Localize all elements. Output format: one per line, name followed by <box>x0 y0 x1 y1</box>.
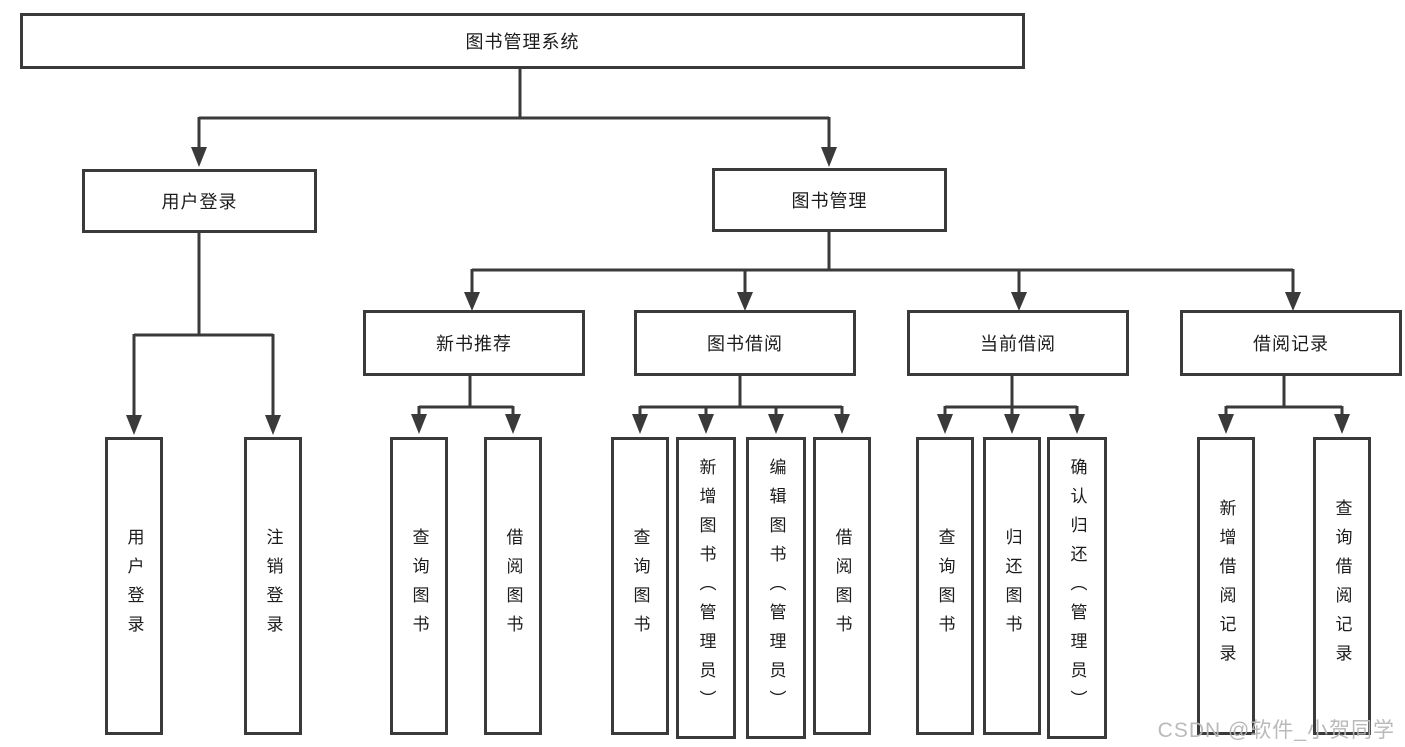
leaf-return-books: 归还图书 <box>983 437 1041 735</box>
leaf-user-login: 用户登录 <box>105 437 163 735</box>
leaf-borrow-query-books: 查询图书 <box>611 437 669 735</box>
leaf-user-login-label: 用户登录 <box>124 528 144 644</box>
leaf-recommend-borrow-books: 借阅图书 <box>484 437 542 735</box>
leaf-edit-books-admin-label: 编辑图书（管理员） <box>766 457 786 719</box>
leaf-borrow-books-label: 借阅图书 <box>832 528 852 644</box>
leaf-borrow-books: 借阅图书 <box>813 437 871 735</box>
leaf-recommend-borrow-books-label: 借阅图书 <box>503 528 523 644</box>
node-book-management-label: 图书管理 <box>791 191 868 211</box>
node-root-label: 图书管理系统 <box>465 32 580 52</box>
leaf-confirm-return-admin: 确认归还（管理员） <box>1047 437 1107 739</box>
leaf-recommend-query-books-label: 查询图书 <box>409 528 429 644</box>
leaf-current-query-books: 查询图书 <box>916 437 974 735</box>
node-new-book-recommend: 新书推荐 <box>363 310 585 376</box>
leaf-add-borrow-record-label: 新增借阅记录 <box>1216 499 1236 673</box>
node-user-login-label: 用户登录 <box>161 192 238 212</box>
leaf-edit-books-admin: 编辑图书（管理员） <box>746 437 806 739</box>
node-book-borrow-label: 图书借阅 <box>707 334 783 354</box>
node-user-login: 用户登录 <box>82 169 317 233</box>
node-root-system: 图书管理系统 <box>20 13 1025 69</box>
node-current-borrow-label: 当前借阅 <box>980 334 1056 354</box>
leaf-return-books-label: 归还图书 <box>1002 528 1022 644</box>
leaf-add-books-admin: 新增图书（管理员） <box>676 437 736 739</box>
node-new-book-recommend-label: 新书推荐 <box>436 334 512 354</box>
leaf-query-borrow-record-label: 查询借阅记录 <box>1332 499 1352 673</box>
node-borrow-records: 借阅记录 <box>1180 310 1402 376</box>
leaf-logout: 注销登录 <box>244 437 302 735</box>
leaf-add-borrow-record: 新增借阅记录 <box>1197 437 1255 735</box>
leaf-add-books-admin-label: 新增图书（管理员） <box>696 457 716 719</box>
leaf-current-query-books-label: 查询图书 <box>935 528 955 644</box>
node-book-borrow: 图书借阅 <box>634 310 856 376</box>
node-borrow-records-label: 借阅记录 <box>1253 334 1329 354</box>
connector-arrowheads <box>126 147 1350 435</box>
csdn-watermark: CSDN @软件_小贺同学 <box>1157 719 1395 742</box>
node-current-borrow: 当前借阅 <box>907 310 1129 376</box>
leaf-borrow-query-books-label: 查询图书 <box>630 528 650 644</box>
leaf-query-borrow-record: 查询借阅记录 <box>1313 437 1371 735</box>
leaf-recommend-query-books: 查询图书 <box>390 437 448 735</box>
leaf-confirm-return-admin-label: 确认归还（管理员） <box>1067 457 1087 719</box>
node-book-management: 图书管理 <box>712 168 947 232</box>
leaf-logout-label: 注销登录 <box>263 528 283 644</box>
